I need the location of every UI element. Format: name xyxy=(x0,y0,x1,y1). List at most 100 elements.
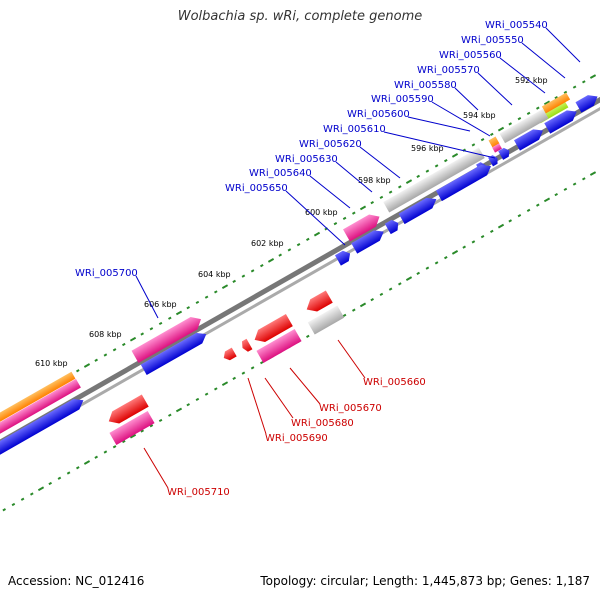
cds-pink-left xyxy=(0,378,81,438)
accession-text: Accession: NC_012416 xyxy=(8,574,145,588)
reverse-gene-labels: WRi_005660 WRi_005670 WRi_005680 WRi_005… xyxy=(143,339,426,498)
tick-mark xyxy=(342,313,347,318)
tick-mark xyxy=(175,407,183,413)
tick-mark xyxy=(195,397,200,402)
tick-mark xyxy=(306,334,310,339)
label-wri-005670: WRi_005670 xyxy=(319,403,382,414)
cds-wri-005560 xyxy=(513,129,544,151)
tick-mark xyxy=(158,321,163,326)
tick-mark xyxy=(471,240,476,244)
tick-mark xyxy=(129,336,137,342)
tick-mark xyxy=(342,216,347,221)
tick-mark xyxy=(103,450,108,454)
cds-wri-005700 xyxy=(140,332,207,376)
tick-mark xyxy=(76,369,80,373)
tick-mark xyxy=(582,177,586,181)
tick-mark xyxy=(536,106,540,110)
cds-wri-005640 xyxy=(351,230,384,254)
cds-wri-005570 xyxy=(498,147,510,160)
tick-mark xyxy=(241,274,246,278)
label-wri-005650: WRi_005650 xyxy=(225,183,288,194)
label-wri-005610: WRi_005610 xyxy=(323,124,386,135)
tick-mark xyxy=(20,497,25,501)
tick-mark xyxy=(260,264,264,268)
forward-gene-labels: WRi_005540 WRi_005550 WRi_005560 WRi_005… xyxy=(75,20,581,319)
tick-label-604: 604 kbp xyxy=(198,270,231,279)
cds-lime-top xyxy=(541,92,571,114)
tick-mark xyxy=(221,381,229,387)
tick-mark xyxy=(267,258,275,263)
tick-mark xyxy=(103,353,108,357)
cds-orange-left xyxy=(0,371,76,429)
tick-mark xyxy=(508,122,512,126)
topology-text: Topology: circular; Length: 1,445,873 bp… xyxy=(260,574,590,588)
label-wri-005640: WRi_005640 xyxy=(249,168,312,179)
tick-mark xyxy=(526,111,531,115)
cds-wri-005610 xyxy=(435,164,492,202)
tick-mark xyxy=(94,358,98,362)
label-wri-005620: WRi_005620 xyxy=(299,139,362,150)
tick-mark xyxy=(572,85,577,89)
tick-mark xyxy=(241,371,246,375)
tick-mark xyxy=(232,279,236,284)
tick-mark xyxy=(11,502,16,507)
cds-wri-005710 xyxy=(109,411,155,445)
tick-mark xyxy=(517,213,522,218)
tick-mark xyxy=(434,261,439,265)
tick-mark xyxy=(296,243,301,247)
tick-mark xyxy=(158,418,163,423)
tick-mark xyxy=(405,179,413,184)
tick-mark xyxy=(186,306,190,310)
tick-mark xyxy=(451,152,459,158)
label-wri-005660: WRi_005660 xyxy=(363,377,426,388)
tick-label-600: 600 kbp xyxy=(305,208,338,217)
tick-mark xyxy=(434,164,439,168)
tick-mark xyxy=(260,361,264,365)
tick-mark xyxy=(359,205,367,211)
tick-label-594: 594 kbp xyxy=(463,111,496,120)
tick-mark xyxy=(543,100,551,106)
cds-wri-005680 xyxy=(254,314,293,343)
tick-mark xyxy=(526,208,531,212)
tick-mark xyxy=(94,455,98,459)
tick-mark xyxy=(250,269,255,273)
cds-wri-005550 xyxy=(544,110,577,134)
tick-mark xyxy=(490,229,494,233)
tick-mark xyxy=(508,219,512,223)
label-wri-005570: WRi_005570 xyxy=(417,65,480,76)
tick-mark xyxy=(536,203,540,207)
tick-mark xyxy=(186,403,190,407)
tick-labels: 592 kbp 594 kbp 596 kbp 598 kbp 600 kbp … xyxy=(35,76,548,368)
tick-mark xyxy=(140,429,144,433)
tick-mark xyxy=(416,271,420,275)
tick-mark xyxy=(589,171,597,176)
tick-label-592: 592 kbp xyxy=(515,76,548,85)
tick-mark xyxy=(76,466,80,470)
tick-mark xyxy=(359,302,367,308)
tick-mark xyxy=(480,137,485,142)
tick-mark xyxy=(517,116,522,121)
tick-mark xyxy=(388,287,393,291)
tick-mark xyxy=(66,471,71,475)
tick-mark xyxy=(425,169,430,173)
label-wri-005590: WRi_005590 xyxy=(371,94,434,105)
tick-mark xyxy=(490,132,494,136)
tick-mark xyxy=(37,486,45,492)
tick-mark xyxy=(370,298,374,302)
cds-red-710 xyxy=(108,394,149,424)
tick-mark xyxy=(370,201,374,205)
label-wri-005560: WRi_005560 xyxy=(439,50,502,61)
cds-left-blue xyxy=(0,398,84,456)
tick-mark xyxy=(232,376,236,381)
tick-mark xyxy=(388,190,393,194)
tick-mark xyxy=(333,222,338,226)
tick-mark xyxy=(175,310,183,316)
tick-mark xyxy=(195,300,200,305)
tick-label-608: 608 kbp xyxy=(89,330,122,339)
tick-mark xyxy=(543,197,551,203)
tick-mark xyxy=(563,187,568,191)
tick-mark xyxy=(425,266,430,270)
tick-mark xyxy=(497,223,505,229)
tick-label-602: 602 kbp xyxy=(251,239,284,248)
